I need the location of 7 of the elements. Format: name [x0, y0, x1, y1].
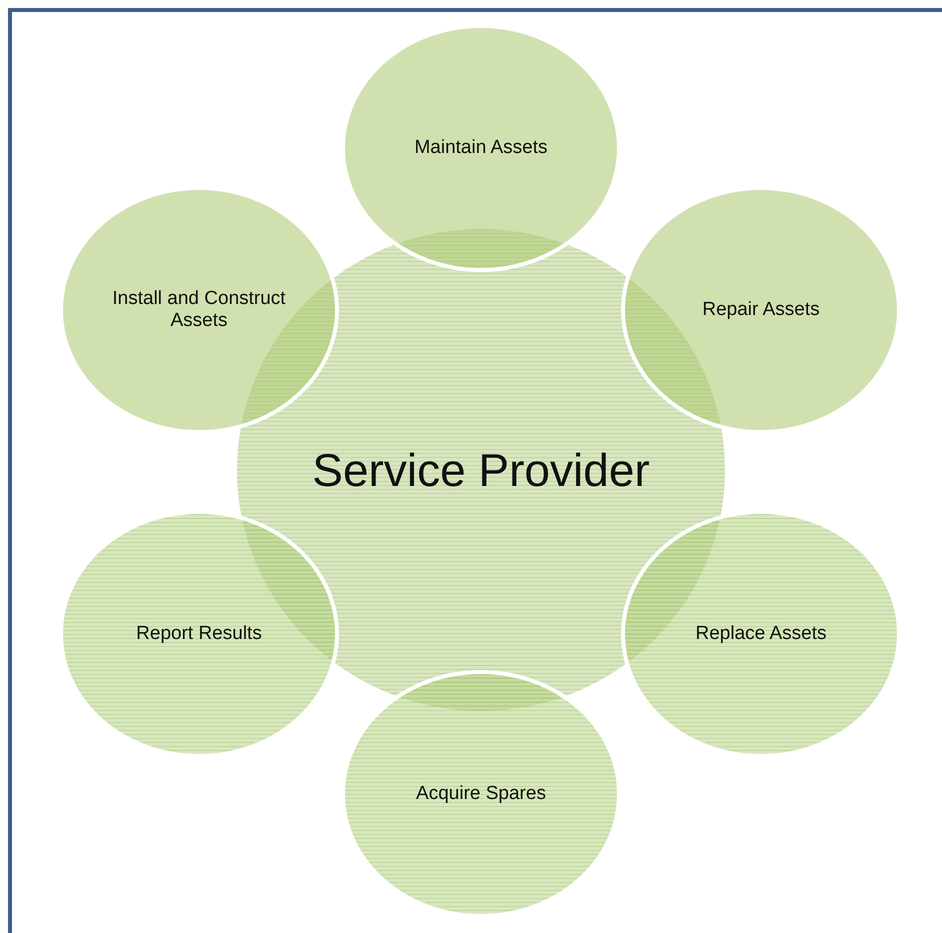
node-label: Replace Assets — [696, 623, 826, 645]
node-label: Maintain Assets — [414, 137, 548, 159]
node-label: Install and Construct Assets — [111, 288, 287, 332]
node-label: Acquire Spares — [416, 783, 546, 805]
node-label: Service Provider — [312, 443, 650, 497]
node-label: Report Results — [136, 623, 262, 645]
node-label: Repair Assets — [702, 299, 820, 321]
